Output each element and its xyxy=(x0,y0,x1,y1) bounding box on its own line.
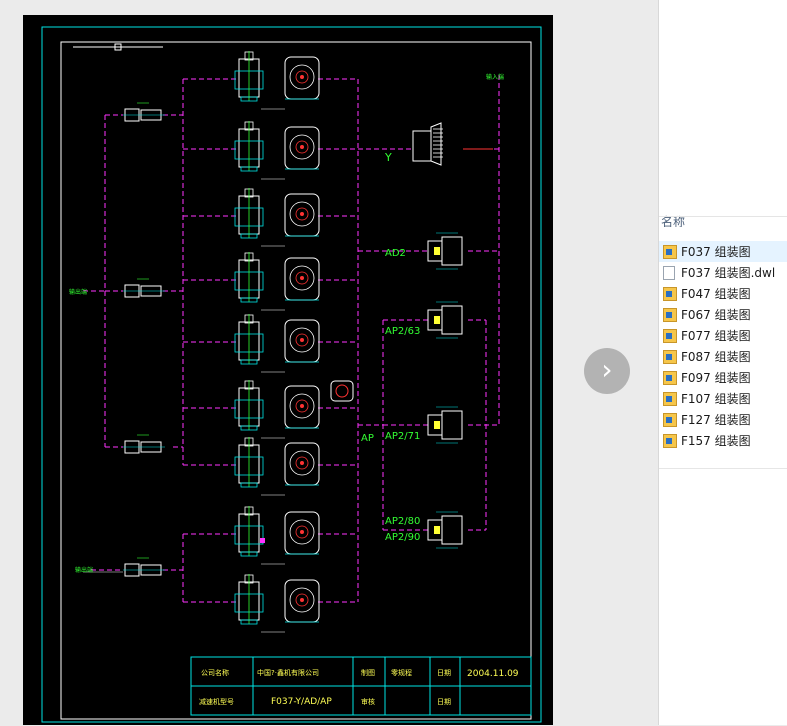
tb-date-value: 2004.11.09 xyxy=(467,669,519,679)
coupling-component xyxy=(123,102,165,122)
outer-frame xyxy=(41,26,542,723)
label-ap2-71: AP2/71 xyxy=(385,431,420,442)
file-item[interactable]: F127 组装图 xyxy=(659,409,787,430)
gearbox-assembly xyxy=(234,188,320,247)
y-motor xyxy=(412,122,443,166)
tb-company-name: 中国?·鑫机有限公司 xyxy=(257,668,319,677)
label-y: Y xyxy=(384,151,392,164)
file-icon xyxy=(663,265,675,280)
adapter-component xyxy=(427,301,463,339)
file-name: F077 组装图 xyxy=(681,329,751,343)
file-name: F087 组装图 xyxy=(681,350,751,364)
gearbox-assembly xyxy=(234,121,320,180)
tb-draw-label: 制图 xyxy=(361,668,375,677)
tb-date-label: 日期 xyxy=(437,669,451,677)
dwg-icon xyxy=(663,286,677,301)
file-item[interactable]: F067 组装图 xyxy=(659,304,787,325)
dwg-icon xyxy=(663,349,677,364)
label-ad2: AD2 xyxy=(385,248,406,259)
label-ap2-63: AP2/63 xyxy=(385,326,420,337)
dwg-icon xyxy=(663,244,677,259)
label-ap2-90: AP2/90 xyxy=(385,532,420,543)
title-block xyxy=(190,656,532,716)
connection-lines xyxy=(83,75,500,603)
next-image-button[interactable]: › xyxy=(584,348,630,394)
small-gearbox xyxy=(330,380,354,402)
cad-drawing: Y AD2 AP AP2/63 AP2/71 AP2/80 AP2/90 输入端… xyxy=(41,26,542,723)
dwg-icon xyxy=(663,412,677,427)
file-name: F157 组装图 xyxy=(681,434,751,448)
file-name: F097 组装图 xyxy=(681,371,751,385)
file-item[interactable]: F157 组装图 xyxy=(659,430,787,451)
tb-company-label: 公司名称 xyxy=(201,668,229,677)
gearbox-assembly xyxy=(234,506,320,565)
gearbox-assembly xyxy=(234,51,320,110)
file-name: F067 组装图 xyxy=(681,308,751,322)
label-output-a: 输出端 xyxy=(69,288,87,296)
gearbox-drawings xyxy=(234,51,354,633)
file-item[interactable]: F087 组装图 xyxy=(659,346,787,367)
dwg-icon xyxy=(663,370,677,385)
tb-code-value: F037-Y/AD/AP xyxy=(271,697,332,707)
file-name: F037 组装图.dwl xyxy=(681,266,776,280)
file-item[interactable]: F037 组装图.dwl xyxy=(659,262,787,283)
file-item[interactable]: F097 组装图 xyxy=(659,367,787,388)
cad-drawing-sheet: Y AD2 AP AP2/63 AP2/71 AP2/80 AP2/90 输入端… xyxy=(23,15,553,725)
adapter-component xyxy=(427,511,463,549)
file-name: F127 组装图 xyxy=(681,413,751,427)
dwg-icon xyxy=(663,391,677,406)
tb-date2-label: 日期 xyxy=(437,698,451,706)
adapter-component xyxy=(427,232,463,270)
label-ap: AP xyxy=(361,433,374,444)
dwg-icon xyxy=(663,307,677,322)
tb-code-label: 减速机型号 xyxy=(199,697,234,706)
label-output-b: 输出端 xyxy=(75,566,93,574)
coupling-component xyxy=(123,278,165,298)
inner-border xyxy=(60,41,532,720)
coupling-component xyxy=(123,434,165,454)
label-ap2-80: AP2/80 xyxy=(385,516,420,527)
gearbox-assembly xyxy=(234,314,320,373)
file-item[interactable]: F047 组装图 xyxy=(659,283,787,304)
dwg-icon xyxy=(663,328,677,343)
dwg-icon xyxy=(663,433,677,448)
name-column-header[interactable]: 名称 xyxy=(661,215,686,227)
tb-designer-name: 零规程 xyxy=(391,668,412,677)
file-item[interactable]: F077 组装图 xyxy=(659,325,787,346)
coupling-component xyxy=(123,557,165,577)
header-divider xyxy=(659,216,787,217)
adapter-component xyxy=(427,406,463,444)
file-item[interactable]: F037 组装图 xyxy=(659,241,787,262)
gearbox-assembly xyxy=(234,252,320,311)
chevron-right-icon: › xyxy=(601,353,613,386)
file-name: F047 组装图 xyxy=(681,287,751,301)
file-item[interactable]: F107 组装图 xyxy=(659,388,787,409)
label-input-end: 输入端 xyxy=(486,73,504,81)
tb-review-label: 审核 xyxy=(361,697,375,706)
drawing-viewer: Y AD2 AP AP2/63 AP2/71 AP2/80 AP2/90 输入端… xyxy=(23,15,553,725)
gearbox-assembly xyxy=(234,380,320,439)
gearbox-assembly xyxy=(234,437,320,496)
file-name: F037 组装图 xyxy=(681,245,751,259)
motor-drawings xyxy=(123,102,463,577)
gearbox-assembly xyxy=(234,574,320,633)
panel-empty-area xyxy=(659,468,787,726)
scale-bar-marker xyxy=(114,43,122,51)
file-name: F107 组装图 xyxy=(681,392,751,406)
